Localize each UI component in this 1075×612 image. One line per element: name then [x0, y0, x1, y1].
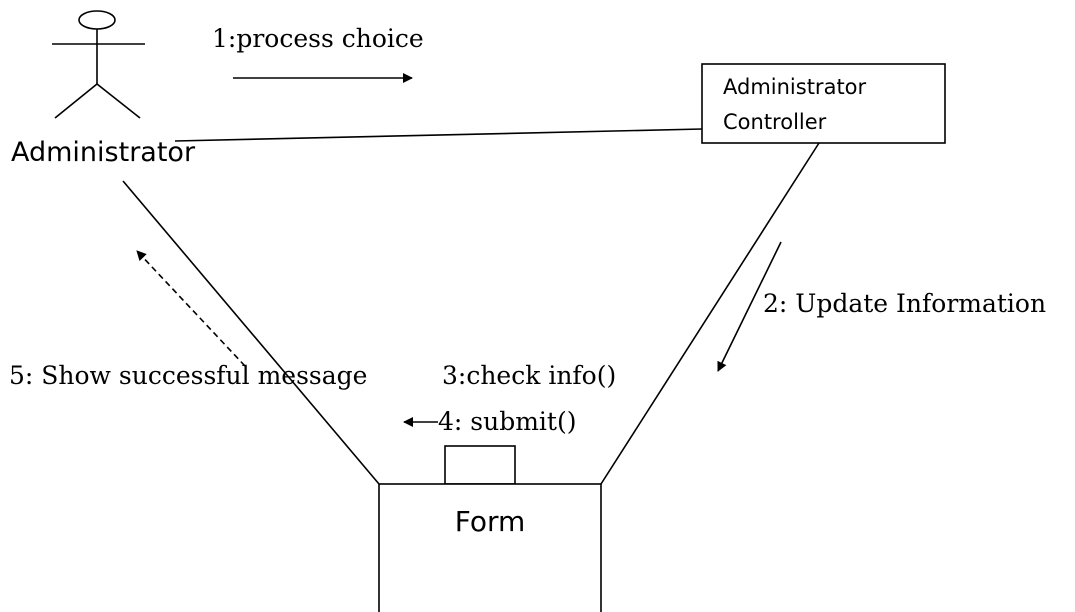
message-1-label: 1:process choice	[212, 24, 424, 53]
form-box	[378, 483, 602, 612]
link-actor-controller	[174, 128, 703, 142]
link-actor-form	[122, 180, 380, 485]
message-3-label: 3:check info()	[442, 361, 616, 390]
message-2-arrow	[717, 241, 782, 372]
controller-label-line1: Administrator	[723, 75, 867, 99]
actor-head	[78, 10, 116, 30]
message-4-label: 4: submit()	[438, 407, 576, 436]
actor-figure	[52, 10, 145, 119]
message-5-arrow	[136, 250, 246, 367]
link-controller-form	[600, 142, 820, 485]
form-label: Form	[455, 505, 526, 538]
actor-right-leg	[96, 83, 141, 119]
message-2-label: 2: Update Information	[763, 289, 1046, 318]
form-tab	[444, 445, 516, 485]
actor-left-leg	[54, 83, 98, 119]
controller-label-line2: Controller	[723, 110, 827, 134]
message-5-label: 5: Show successful message	[9, 361, 367, 390]
controller-box	[701, 63, 946, 144]
actor-label: Administrator	[11, 137, 196, 168]
